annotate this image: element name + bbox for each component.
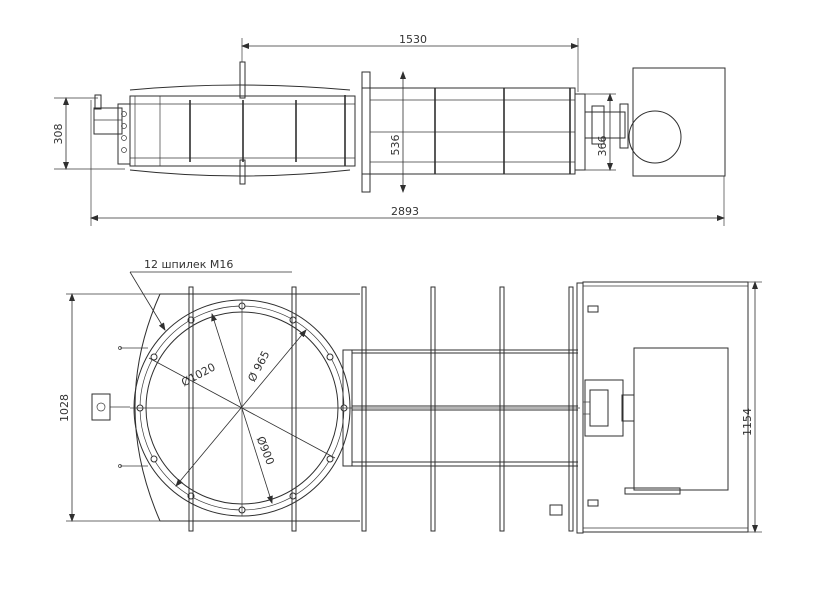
callout-leader bbox=[129, 271, 166, 331]
front-drive-frame bbox=[582, 281, 749, 533]
top-motor-box bbox=[632, 67, 726, 177]
dim-366-label: 366 bbox=[596, 136, 609, 157]
front-gearbox bbox=[584, 379, 624, 437]
front-motor-box bbox=[633, 347, 729, 491]
top-gate-body bbox=[129, 95, 356, 167]
top-motor-disc bbox=[628, 110, 682, 164]
front-flange-plate bbox=[342, 349, 353, 467]
dim-1154-label: 1154 bbox=[741, 408, 754, 436]
top-gear-box bbox=[584, 111, 626, 139]
top-right-flange bbox=[574, 93, 586, 171]
dia-900-line bbox=[175, 329, 307, 487]
top-frame bbox=[361, 87, 576, 175]
top-view: 1530 2893 308 536 366 bbox=[52, 33, 726, 226]
dim-536-label: 536 bbox=[389, 135, 402, 156]
dim-308-label: 308 bbox=[52, 124, 65, 145]
top-stem bbox=[239, 61, 246, 99]
bottom-stem bbox=[239, 159, 246, 185]
top-left-actuator bbox=[93, 107, 123, 135]
front-body-left-curve bbox=[134, 293, 161, 522]
dia-965-label: Ø 965 bbox=[245, 349, 272, 384]
callout-studs-label: 12 шпилек М16 bbox=[144, 258, 233, 271]
dim-1028-label: 1028 bbox=[58, 394, 71, 422]
top-left-bracket bbox=[94, 94, 102, 110]
dia-900-label: Ø900 bbox=[254, 435, 277, 467]
dim-1530-label: 1530 bbox=[399, 33, 427, 46]
dim-2893-label: 2893 bbox=[391, 205, 419, 218]
front-left-actuator bbox=[91, 393, 111, 421]
front-view: Ø1020 Ø 965 Ø900 bbox=[58, 258, 762, 534]
